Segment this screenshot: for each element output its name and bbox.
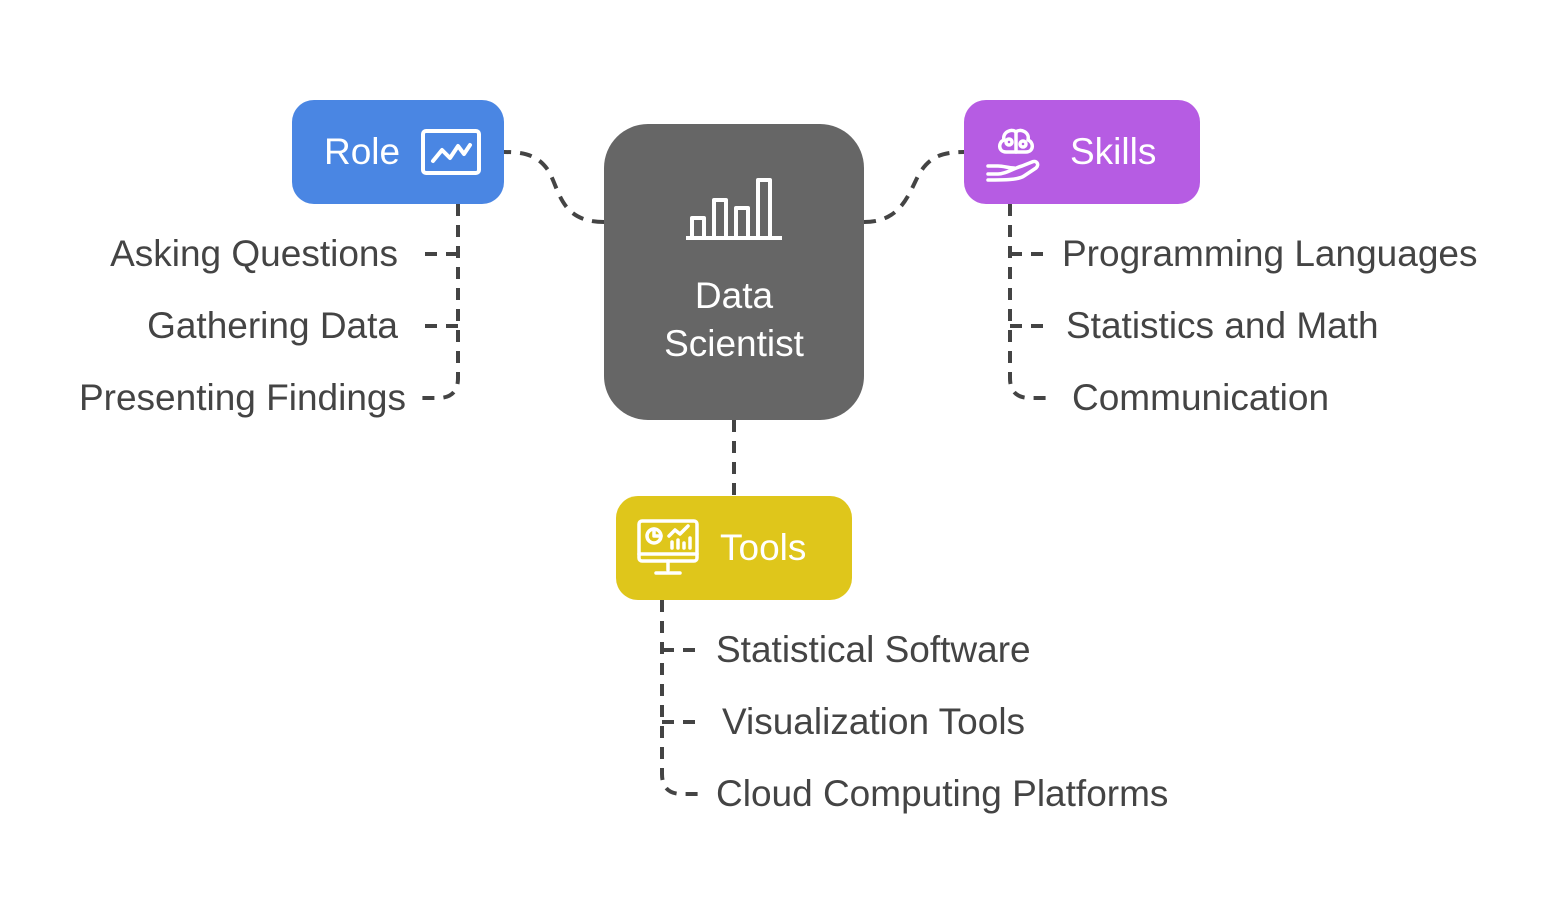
center-label-line-2: Scientist — [664, 323, 804, 364]
branch-label-tools: Tools — [720, 527, 807, 568]
connector-role-trunk — [418, 204, 460, 400]
monitor-dashboard-icon — [636, 518, 700, 578]
connector-tools-trunk — [660, 600, 702, 796]
connector-center-skills — [863, 150, 965, 224]
role-item-gathering-data: Gathering Data — [147, 305, 398, 346]
skills-item-statistics-and-math: Statistics and Math — [1066, 305, 1379, 346]
connector-skills-trunk — [1008, 204, 1052, 400]
tools-item-visualization-tools: Visualization Tools — [722, 701, 1026, 742]
role-item-asking-questions: Asking Questions — [110, 233, 398, 274]
branch-node-skills: Skills — [964, 100, 1200, 204]
branch-label-role: Role — [324, 131, 401, 172]
role-item-presenting-findings: Presenting Findings — [78, 377, 406, 418]
branch-label-skills: Skills — [1070, 131, 1157, 172]
brain-in-hand-icon — [984, 122, 1050, 182]
center-label-line-1: Data — [694, 275, 774, 316]
tools-item-cloud-computing-platforms: Cloud Computing Platforms — [716, 773, 1169, 814]
connector-center-role — [503, 150, 605, 224]
branch-node-tools: Tools — [616, 496, 852, 600]
trend-line-icon — [420, 128, 482, 176]
skills-item-programming-languages: Programming Languages — [1062, 233, 1478, 274]
branch-node-role: Role — [292, 100, 504, 204]
bar-chart-icon — [684, 176, 784, 242]
tools-item-statistical-software: Statistical Software — [716, 629, 1031, 670]
center-node: Data Scientist — [604, 124, 864, 420]
skills-item-communication: Communication — [1072, 377, 1330, 418]
